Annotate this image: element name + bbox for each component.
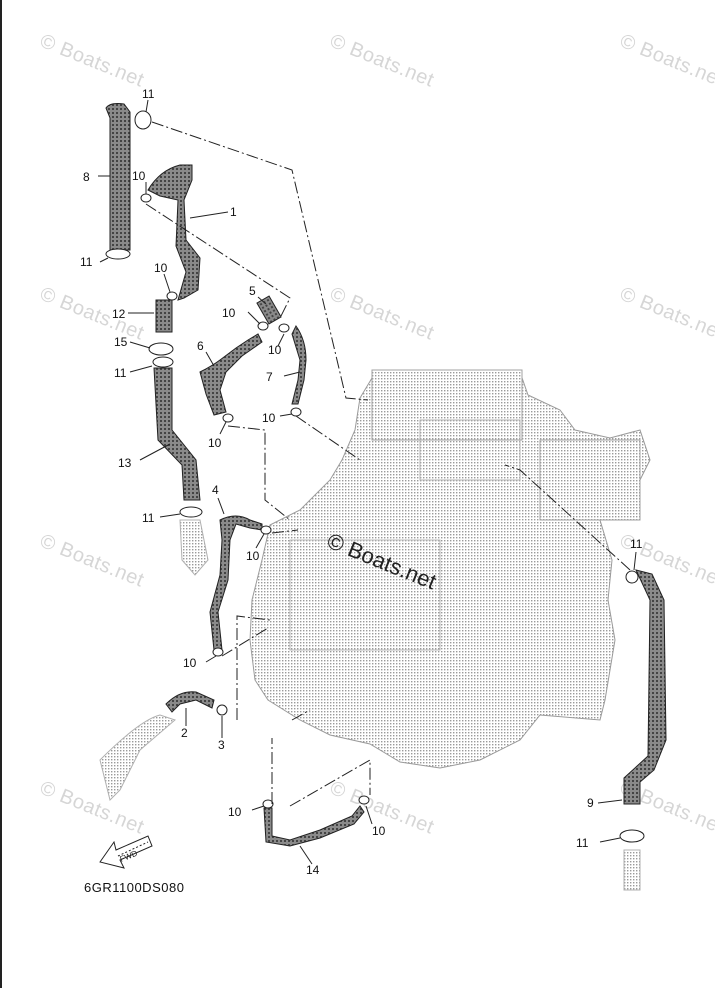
label-part-13: 13 <box>118 456 132 470</box>
hose-14 <box>263 805 365 847</box>
label-part-11: 11 <box>576 836 589 850</box>
label-part-9: 9 <box>587 796 594 810</box>
label-part-3: 3 <box>218 738 225 752</box>
hose-7 <box>291 325 307 405</box>
label-part-10: 10 <box>246 549 260 563</box>
hose-6 <box>199 333 263 416</box>
fwd-arrow <box>99 835 153 869</box>
label-part-10: 10 <box>268 343 282 357</box>
clamp-11 <box>625 570 639 584</box>
label-part-1: 1 <box>230 205 237 219</box>
hose-1 <box>147 164 201 301</box>
clamp-11 <box>179 506 203 518</box>
engine-block <box>249 369 651 769</box>
label-part-10: 10 <box>228 805 242 819</box>
ghost-pipes <box>99 519 641 891</box>
leader-lines <box>98 99 637 865</box>
label-part-11: 11 <box>114 366 127 380</box>
routing-lines <box>145 121 631 807</box>
label-part-8: 8 <box>83 170 90 184</box>
label-part-2: 2 <box>181 726 188 740</box>
part-3 <box>216 704 228 716</box>
label-part-10: 10 <box>208 436 222 450</box>
label-part-10: 10 <box>183 656 197 670</box>
part-labels: 11 8 10 1 11 10 12 15 11 13 11 5 10 6 10… <box>80 87 643 877</box>
clamp-11 <box>134 110 152 130</box>
label-part-7: 7 <box>266 370 273 384</box>
clamp-11 <box>619 829 645 843</box>
label-part-10: 10 <box>262 411 276 425</box>
label-part-11: 11 <box>142 87 155 101</box>
label-part-10: 10 <box>372 824 386 838</box>
hose-2 <box>165 691 215 713</box>
label-part-4: 4 <box>212 483 219 497</box>
label-part-15: 15 <box>114 335 128 349</box>
label-part-11: 11 <box>142 511 155 525</box>
diagram-code: 6GR1100DS080 <box>84 880 185 895</box>
label-part-11: 11 <box>80 255 93 269</box>
hose-9 <box>623 569 667 805</box>
hose-8 <box>105 103 131 260</box>
label-part-14: 14 <box>306 863 320 877</box>
hose-13 <box>153 367 201 501</box>
part-5 <box>256 295 282 325</box>
label-part-12: 12 <box>112 307 126 321</box>
part-15 <box>148 342 174 356</box>
label-part-10: 10 <box>132 169 146 183</box>
label-part-6: 6 <box>197 339 204 353</box>
joint-12 <box>155 299 173 333</box>
label-part-10: 10 <box>222 306 236 320</box>
clamp-11 <box>152 356 174 368</box>
label-part-11: 11 <box>630 537 643 551</box>
label-part-10: 10 <box>154 261 168 275</box>
label-part-5: 5 <box>249 284 256 298</box>
frame-border <box>0 0 2 988</box>
